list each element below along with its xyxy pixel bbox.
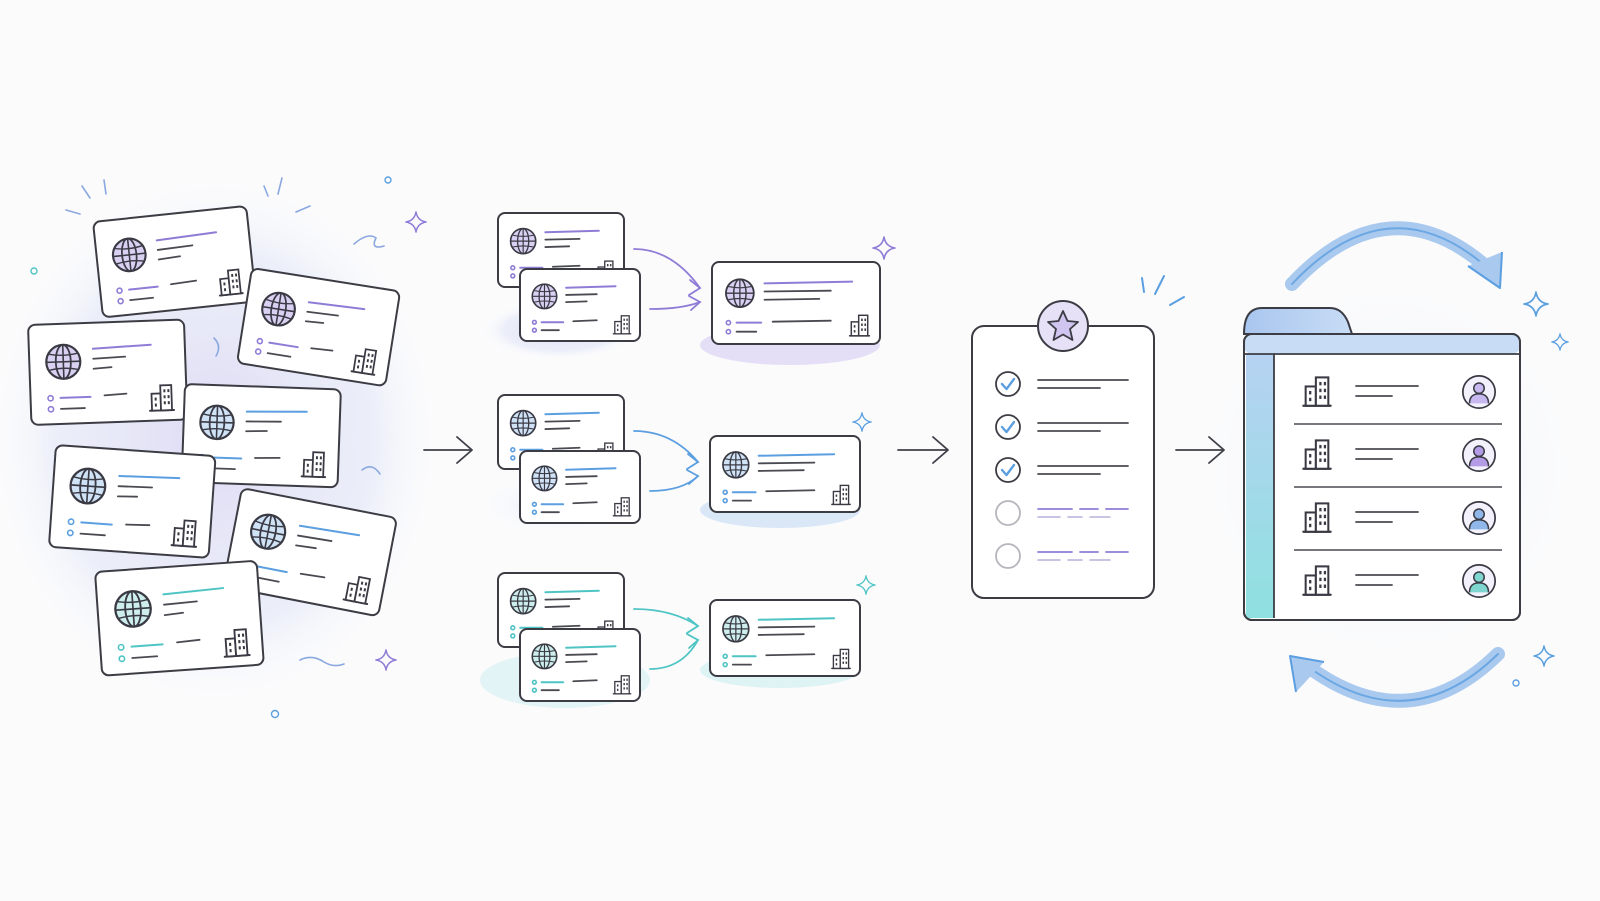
- globe-icon: [198, 404, 236, 441]
- duplicate-group: [497, 572, 861, 702]
- globe-icon: [722, 615, 750, 643]
- folder-records: [1242, 221, 1521, 708]
- person-icon: [1461, 563, 1497, 599]
- globe-icon: [509, 587, 537, 615]
- doodle-stroke: [299, 656, 345, 667]
- globe-icon: [68, 466, 108, 506]
- flow-arrow-3: [1175, 436, 1225, 464]
- checklist-item-unchecked: [995, 543, 1129, 569]
- record-card: [180, 383, 342, 489]
- merge-arrow: [649, 639, 699, 670]
- check-icon: [1000, 377, 1016, 391]
- doodle-stroke: [277, 177, 283, 195]
- duplicate-card: [519, 628, 641, 702]
- check-icon: [1000, 420, 1016, 434]
- doodle-stroke: [103, 179, 107, 195]
- person-icon: [1461, 500, 1497, 536]
- sparkle-icon: [375, 649, 397, 671]
- star-icon: [1047, 310, 1079, 341]
- checklist-panel: [971, 275, 1185, 599]
- doodle-stroke: [81, 185, 91, 199]
- dot-decoration: [30, 267, 38, 275]
- folder-record-row: [1294, 500, 1502, 551]
- checklist-item-unchecked: [995, 500, 1129, 526]
- duplicate-group: [497, 394, 861, 524]
- doodle-stroke: [263, 185, 269, 197]
- emphasis-marks: [1141, 275, 1185, 306]
- doodle-stroke: [213, 337, 220, 357]
- merge-arrow: [649, 301, 701, 310]
- doodle-stroke: [65, 209, 81, 215]
- globe-icon: [509, 409, 537, 437]
- doodle-stroke: [353, 235, 385, 248]
- checklist-item-checked: [995, 414, 1129, 440]
- flow-arrow-2: [897, 436, 949, 464]
- duplicate-groups: [497, 212, 881, 702]
- dot-decoration: [1512, 679, 1520, 687]
- checklist-item-checked: [995, 457, 1129, 483]
- star-badge: [1037, 300, 1089, 352]
- doodle-stroke: [361, 466, 381, 475]
- globe-icon: [725, 278, 755, 309]
- sparkle-icon: [405, 211, 427, 233]
- record-card: [94, 560, 265, 677]
- globe-icon: [722, 451, 750, 479]
- globe-icon: [509, 227, 537, 255]
- merge-arrow: [633, 248, 701, 289]
- globe-icon: [531, 643, 558, 670]
- merged-card: [709, 435, 861, 513]
- record-card: [223, 488, 397, 617]
- globe-icon: [113, 588, 154, 629]
- sparkle-icon: [872, 236, 896, 260]
- folder-record-row: [1294, 437, 1502, 488]
- folder-record-row: [1294, 374, 1502, 425]
- record-card: [92, 205, 257, 318]
- globe-icon: [531, 465, 558, 492]
- cycle-arrow-icon: [1285, 221, 1505, 708]
- sparkle-icon: [852, 412, 872, 432]
- dot-decoration: [270, 709, 280, 719]
- merge-arrow: [633, 430, 699, 463]
- record-card: [48, 444, 217, 559]
- scattered-records: [27, 205, 401, 677]
- merged-card: [711, 261, 881, 345]
- check-icon: [1000, 463, 1016, 477]
- person-icon: [1461, 437, 1497, 473]
- dot-decoration: [384, 176, 392, 184]
- record-card: [27, 318, 189, 426]
- person-icon: [1461, 374, 1497, 410]
- sparkle-icon: [1551, 333, 1569, 351]
- duplicate-card: [519, 268, 641, 342]
- flow-arrow-1: [423, 436, 473, 464]
- duplicate-card: [519, 450, 641, 524]
- record-card: [236, 268, 401, 387]
- decorations: [30, 176, 1569, 719]
- sparkle-icon: [1523, 291, 1549, 317]
- globe-icon: [531, 283, 558, 310]
- sparkle-icon: [856, 575, 876, 595]
- folder-record-row: [1302, 563, 1497, 599]
- checklist-item-checked: [995, 371, 1129, 397]
- merged-card: [709, 599, 861, 677]
- doodle-stroke: [295, 205, 311, 213]
- duplicate-group: [497, 212, 881, 345]
- sparkle-icon: [1533, 645, 1555, 667]
- globe-icon: [44, 343, 82, 381]
